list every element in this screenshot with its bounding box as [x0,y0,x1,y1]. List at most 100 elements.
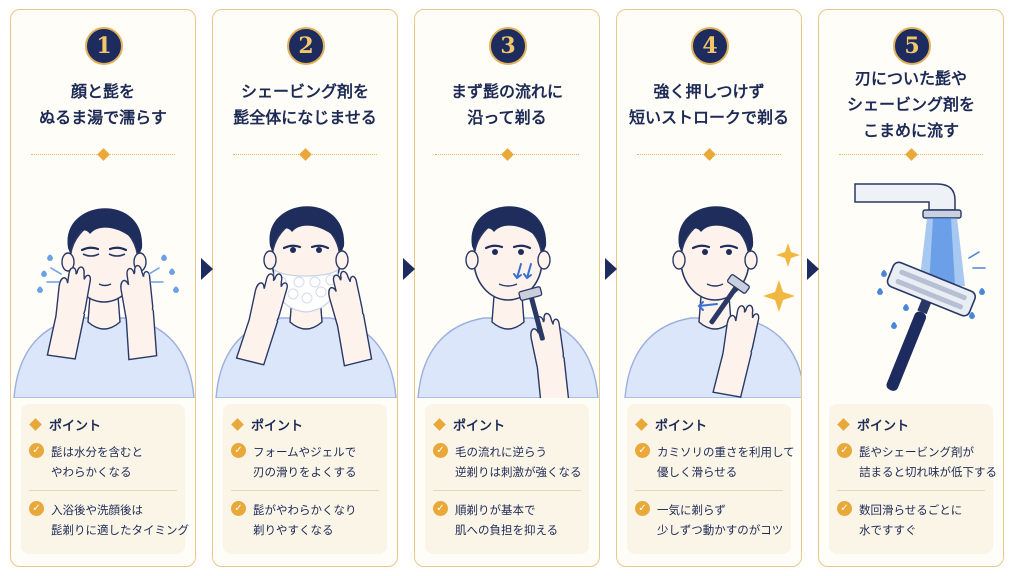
step-title: 刃についた髭やシェービング剤をこまめに流す [823,69,999,140]
point-text-line: やわらかくなる [51,465,132,479]
point-text-line: 順剃りが基本で [455,503,536,517]
step-number-badge: 4 [691,27,729,65]
point-panel: ポイント ✓カミソリの重さを利用して優しく滑らせる ✓ 一気に剃らず少しずつ動かすのが… [627,404,795,554]
step-number-badge: 1 [85,27,123,65]
point-text: カミソリの重さを利用して優しく滑らせる [657,442,795,482]
step-title-line: シェービング剤を [846,95,975,114]
divider-ornament [637,148,781,162]
check-circle-icon: ✓ [231,501,246,516]
step-title-line: ぬるま湯で濡らす [39,108,167,127]
step-number-badge: 5 [893,27,931,65]
step-illustration [617,166,801,399]
point-item: ✓ 髭は水分を含むとやわらかくなる [29,442,181,482]
point-text-line: 毛の流れに逆らう [455,445,547,459]
step-title-line: 顔と髭を [70,82,135,101]
step-title: まず髭の流れに沿って剃る [419,72,595,138]
check-circle-icon: ✓ [29,443,44,458]
point-text-line: 少しずつ動かすのがコツ [657,523,784,537]
point-header: ポイント [29,415,101,434]
point-panel: ポイント ✓ 毛の流れに逆らう逆剃りは刺激が強くなる ✓ 順剃りが基本で肌への負担を抑え… [425,404,589,554]
point-text-line: 髭剃りに適したタイミング [51,523,189,537]
step-arrow-icon [807,258,819,280]
point-separator [231,490,379,491]
point-header: ポイント [837,415,909,434]
step-number-badge: 2 [287,27,325,65]
point-text: 入浴後や洗顔後は髭剃りに適したタイミング [51,500,189,540]
step-title-line: 短いストロークで剃る [628,108,789,127]
point-text-line: 刃の滑りをよくする [253,465,357,479]
check-circle-icon: ✓ [837,443,852,458]
point-item: ✓ 順剃りが基本で肌への負担を抑える [433,500,585,540]
diamond-icon [635,418,648,431]
step-title: 強く押しつけず短いストロークで剃る [621,72,797,138]
check-circle-icon: ✓ [29,501,44,516]
step-title-line: 沿って剃る [467,108,547,127]
divider-ornament [31,148,175,162]
point-separator [635,490,783,491]
point-text-line: 肌への負担を抑える [455,523,559,537]
point-separator [29,490,177,491]
point-item: ✓ 一気に剃らず少しずつ動かすのがコツ [635,500,787,540]
check-circle-icon: ✓ [837,501,852,516]
step-card-2: 2 シェービング剤を髭全体になじませる ポイント ✓ フォームやジェルで刃の滑りをよく… [212,9,398,567]
point-text: 一気に剃らず少しずつ動かすのがコツ [657,500,783,540]
point-text: 髭は水分を含むとやわらかくなる [51,442,143,482]
diamond-icon [433,418,446,431]
point-label: ポイント [49,419,102,434]
point-header: ポイント [433,415,505,434]
point-text: 髭がやわらかくなり剃りやすくなる [253,500,357,540]
point-text-line: 数回滑らせるごとに [859,503,963,517]
point-text: 髭やシェービング剤が詰まると切れ味が低下する [859,442,997,482]
step-card-1: 1 顔と髭をぬるま湯で濡らす ポイント ✓ 髭は水分を含むとやわらかくなる ✓ 入浴後や洗… [10,9,196,567]
step-title-line: 刃についた髭や [854,69,967,88]
point-text-line: 水ですすぐ [859,523,917,537]
divider-ornament [233,148,377,162]
point-text-line: 剃りやすくなる [253,523,334,537]
point-header: ポイント [231,415,303,434]
point-text: フォームやジェルで刃の滑りをよくする [253,442,357,482]
step-illustration [213,166,397,399]
diamond-icon [837,418,850,431]
step-arrow-icon [201,258,213,280]
point-text-line: 一気に剃らず [657,503,726,517]
point-text-line: 詰まると切れ味が低下する [859,465,997,479]
point-text-line: 優しく滑らせる [657,465,738,479]
step-illustration [819,166,1003,398]
point-label: ポイント [655,419,708,434]
divider-ornament [435,148,579,162]
point-item: ✓ 数回滑らせるごとに水ですすぐ [837,500,989,540]
point-item: ✓カミソリの重さを利用して優しく滑らせる [635,442,795,482]
check-circle-icon: ✓ [231,443,246,458]
step-arrow-icon [403,258,415,280]
check-circle-icon: ✓ [433,501,448,516]
step-illustration [11,166,195,399]
point-text: 数回滑らせるごとに水ですすぐ [859,500,962,540]
step-card-5: 5 刃についた髭やシェービング剤をこまめに流す ポイント ✓ 髭やシェービング剤が詰ま… [818,9,1004,567]
point-panel: ポイント ✓ 髭は水分を含むとやわらかくなる ✓ 入浴後や洗顔後は髭剃りに適したタイミン… [21,404,189,554]
point-separator [433,490,581,491]
step-title-line: 髭全体になじませる [233,108,377,127]
point-text-line: 髭がやわらかくなり [253,503,357,517]
point-text-line: 入浴後や洗顔後は [51,503,143,517]
point-panel: ポイント ✓ 髭やシェービング剤が詰まると切れ味が低下する ✓ 数回滑らせるごとに水です… [829,404,997,554]
step-title-line: こまめに流す [862,121,959,140]
step-title-line: まず髭の流れに [450,82,563,101]
point-label: ポイント [251,419,304,434]
point-header: ポイント [635,415,707,434]
point-label: ポイント [857,419,910,434]
step-illustration [415,166,599,409]
point-panel: ポイント ✓ フォームやジェルで刃の滑りをよくする ✓ 髭がやわらかくなり剃りやすくなる [223,404,387,554]
step-title-line: 強く押しつけず [653,82,765,101]
check-circle-icon: ✓ [635,501,650,516]
point-text: 毛の流れに逆らう逆剃りは刺激が強くなる [455,442,582,482]
step-title-line: シェービング剤を [240,82,369,101]
point-item: ✓ フォームやジェルで刃の滑りをよくする [231,442,383,482]
point-item: ✓ 髭がやわらかくなり剃りやすくなる [231,500,383,540]
step-arrow-icon [605,258,617,280]
point-label: ポイント [453,419,506,434]
point-text-line: 髭は水分を含むと [51,445,143,459]
point-text: 順剃りが基本で肌への負担を抑える [455,500,558,540]
point-item: ✓ 髭やシェービング剤が詰まると切れ味が低下する [837,442,997,482]
